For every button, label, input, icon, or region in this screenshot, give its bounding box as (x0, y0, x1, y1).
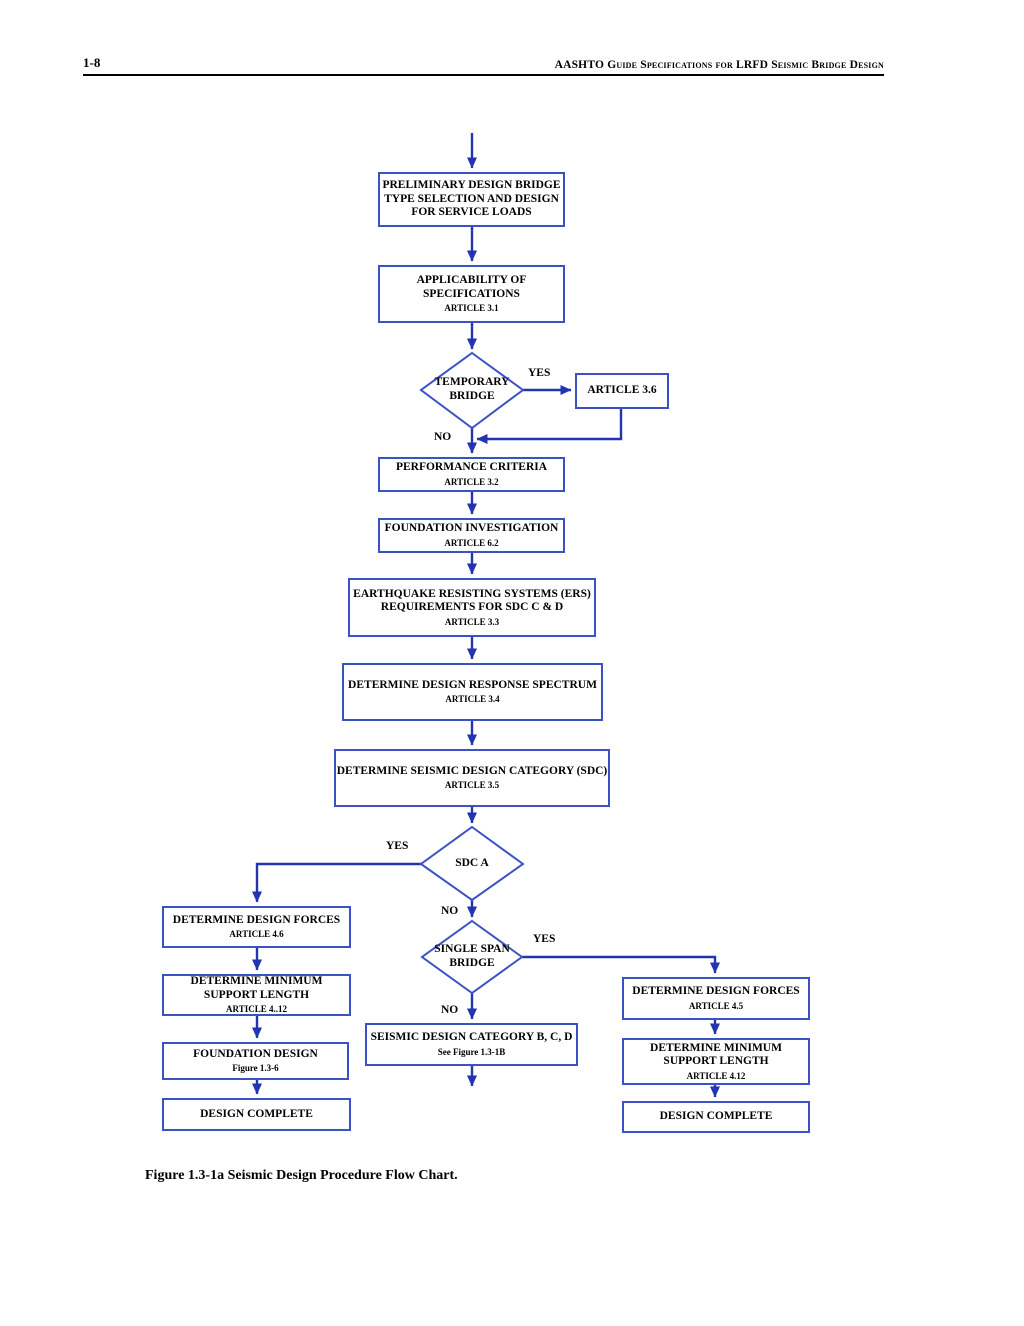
node-title-line: FOR SERVICE LOADS (411, 206, 532, 219)
flow-node-foundation-design: FOUNDATION DESIGN Figure 1.3-6 (162, 1042, 349, 1080)
node-title-line: ARTICLE 3.6 (587, 384, 657, 397)
node-article-ref: ARTICLE 3.4 (445, 694, 500, 705)
node-article-ref: ARTICLE 4.12 (686, 1070, 746, 1081)
node-title-line: BRIDGE (449, 956, 495, 969)
node-title-line: DETERMINE MINIMUM (650, 1041, 782, 1054)
connector-article36-return (476, 409, 623, 444)
node-title-line: TYPE SELECTION AND DESIGN (384, 192, 559, 205)
diamond-temporary-bridge-shape (419, 351, 525, 430)
header-title: AASHTO Guide Specifications for LRFD Sei… (554, 59, 884, 71)
node-title-line: DETERMINE MINIMUM (190, 975, 323, 987)
flow-node-preliminary-design: PRELIMINARY DESIGN BRIDGE TYPE SELECTION… (378, 172, 565, 227)
flow-node-right-support-length: DETERMINE MINIMUM SUPPORT LENGTH ARTICLE… (622, 1038, 810, 1085)
node-title-line: EARTHQUAKE RESISTING SYSTEMS (ERS) (353, 587, 591, 600)
node-title-line: DESIGN COMPLETE (659, 1110, 773, 1123)
node-title-line: DESIGN COMPLETE (200, 1107, 313, 1120)
node-article-ref: ARTICLE 3.1 (444, 303, 499, 313)
flow-node-right-design-complete: DESIGN COMPLETE (622, 1101, 810, 1133)
flow-node-sdc-bcd: SEISMIC DESIGN CATEGORY B, C, D See Figu… (365, 1023, 578, 1066)
node-title-line: BRIDGE (449, 389, 495, 402)
node-title-line: REQUIREMENTS FOR SDC C & D (380, 601, 564, 613)
node-title-line: SEISMIC DESIGN CATEGORY B, C, D (370, 1031, 573, 1044)
branch-label-temporary-no: NO (434, 431, 452, 443)
node-title-line: SINGLE SPAN (434, 943, 510, 955)
connector-single-span-yes-to-right-forces (522, 955, 720, 974)
node-title-line: SUPPORT LENGTH (663, 1055, 769, 1067)
node-title-line: TEMPORARY (434, 376, 510, 388)
figure-caption: Figure 1.3-1a Seismic Design Procedure F… (145, 1168, 458, 1183)
node-title-line: DETERMINE SEISMIC DESIGN CATEGORY (SDC) (336, 764, 608, 777)
flow-node-left-design-complete: DESIGN COMPLETE (162, 1098, 351, 1131)
flow-node-right-design-forces: DETERMINE DESIGN FORCES ARTICLE 4.5 (622, 977, 810, 1020)
branch-label-sdc-a-no: NO (441, 905, 459, 917)
node-title-line: SDC A (455, 857, 489, 869)
flow-node-applicability: APPLICABILITY OF SPECIFICATIONS ARTICLE … (378, 265, 565, 323)
flow-node-sdc-a: SDC A (412, 857, 532, 871)
node-title-line: APPLICABILITY OF (416, 274, 527, 286)
node-article-ref: ARTICLE 4.6 (229, 929, 284, 940)
branch-label-single-span-yes: YES (533, 933, 556, 945)
flow-node-foundation-investigation: FOUNDATION INVESTIGATION ARTICLE 6.2 (378, 518, 565, 553)
node-title-line: FOUNDATION DESIGN (193, 1047, 318, 1060)
node-article-ref: ARTICLE 3.3 (444, 616, 500, 627)
node-article-ref: ARTICLE 3.2 (444, 476, 499, 487)
node-title-line: SPECIFICATIONS (423, 287, 520, 300)
node-figure-ref: Figure 1.3-6 (232, 1063, 279, 1074)
diamond-single-span-bridge-shape (420, 919, 524, 995)
node-article-ref: ARTICLE 4.5 (688, 1000, 744, 1011)
node-article-ref: ARTICLE 6.2 (444, 537, 499, 548)
flow-node-article-3-6: ARTICLE 3.6 (575, 373, 669, 409)
flow-node-left-design-forces: DETERMINE DESIGN FORCES ARTICLE 4.6 (162, 906, 351, 948)
node-title-line: DETERMINE DESIGN FORCES (172, 913, 341, 926)
node-article-ref: ARTICLE 3.5 (444, 780, 500, 791)
node-title-line: DETERMINE DESIGN RESPONSE SPECTRUM (348, 678, 597, 691)
node-article-ref: ARTICLE 4..12 (226, 1004, 287, 1014)
branch-label-single-span-no: NO (441, 1004, 459, 1016)
branch-label-temporary-yes: YES (528, 367, 551, 379)
connector-sdca-yes-to-left-forces (252, 862, 422, 903)
flow-node-left-support-length: DETERMINE MINIMUM SUPPORT LENGTH ARTICLE… (162, 974, 351, 1016)
flow-node-single-span-bridge: SINGLE SPAN BRIDGE (412, 943, 532, 970)
diamond-sdc-a-shape (419, 825, 525, 902)
node-title-line: PRELIMINARY DESIGN BRIDGE (382, 179, 561, 192)
page-number: 1-8 (83, 55, 101, 70)
flow-node-performance-criteria: PERFORMANCE CRITERIA ARTICLE 3.2 (378, 457, 565, 492)
flow-node-response-spectrum: DETERMINE DESIGN RESPONSE SPECTRUM ARTIC… (342, 663, 603, 721)
node-title-line: DETERMINE DESIGN FORCES (632, 985, 800, 998)
node-title-line: FOUNDATION INVESTIGATION (384, 522, 559, 535)
flow-node-seismic-design-category: DETERMINE SEISMIC DESIGN CATEGORY (SDC) … (334, 749, 610, 807)
flow-node-ers-requirements: EARTHQUAKE RESISTING SYSTEMS (ERS) REQUI… (348, 578, 596, 637)
node-title-line: SUPPORT LENGTH (203, 988, 310, 1001)
node-title-line: PERFORMANCE CRITERIA (395, 461, 548, 474)
flow-node-temporary-bridge: TEMPORARY BRIDGE (412, 376, 532, 403)
page-header: 1-8 AASHTO Guide Specifications for LRFD… (83, 55, 884, 76)
branch-label-sdc-a-yes: YES (386, 840, 409, 852)
node-figure-ref: See Figure 1.3-1B (437, 1046, 506, 1057)
